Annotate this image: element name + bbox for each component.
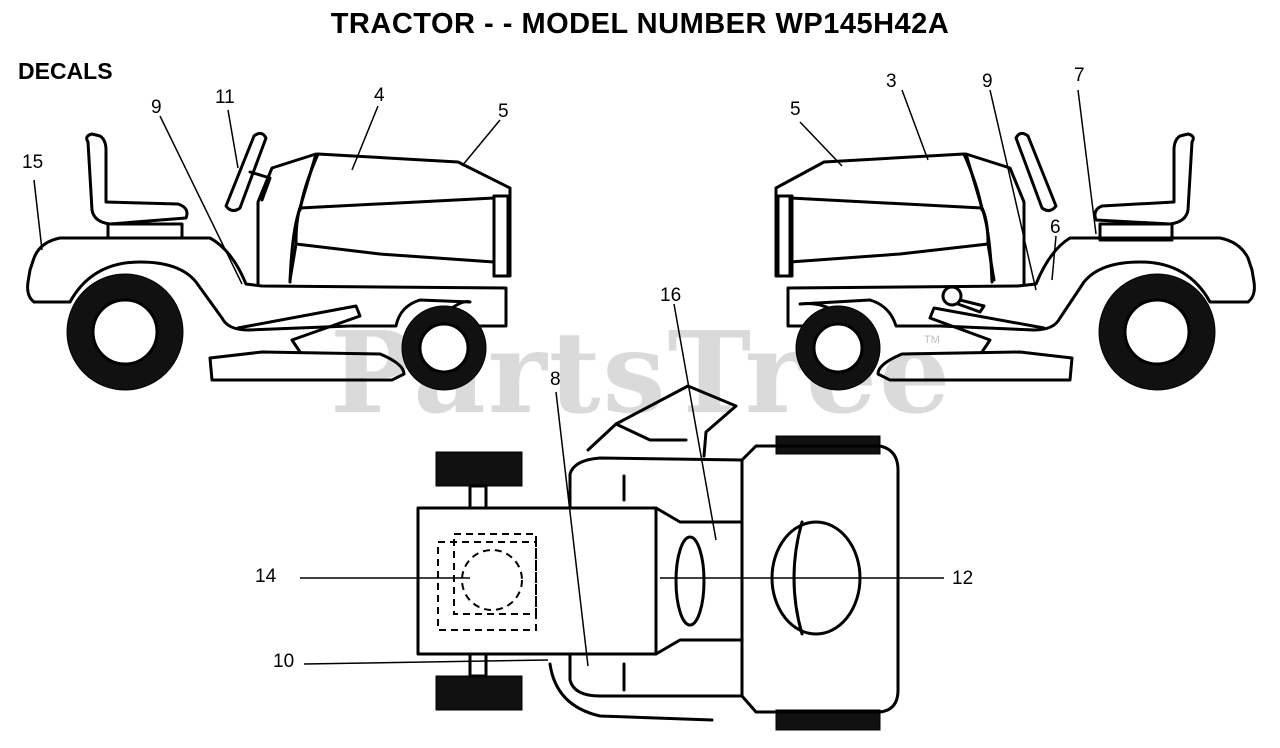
right-seat-base (1098, 222, 1174, 242)
top-seat-back (586, 384, 738, 458)
left-dash (256, 152, 318, 286)
top-front-tire-upper (435, 451, 523, 487)
callout-9-right: 9 (982, 71, 993, 92)
left-rear-fender (26, 236, 508, 332)
right-dash (964, 152, 1026, 286)
callout-6: 6 (1050, 217, 1061, 238)
left-mower-deck (208, 350, 406, 382)
callout-3: 3 (886, 71, 897, 92)
left-seat (85, 132, 189, 226)
left-rear-hub (91, 298, 159, 366)
top-steering (674, 535, 706, 627)
callout-7: 7 (1074, 65, 1085, 86)
top-rear-tire-lower (775, 709, 881, 731)
top-lower-arc (548, 662, 714, 722)
top-hood-decal-circle (461, 549, 523, 611)
diagram-title: TRACTOR - - MODEL NUMBER WP145H42A (330, 8, 950, 40)
left-side-view (26, 131, 512, 391)
right-seat (1093, 132, 1195, 226)
right-front-hub (812, 322, 864, 374)
callout-9-left: 9 (151, 97, 162, 118)
callout-10: 10 (273, 651, 295, 672)
top-body (568, 444, 900, 714)
right-lever-knob (941, 285, 963, 307)
watermark-tm: TM (924, 334, 940, 346)
right-steering-wheel (1014, 131, 1058, 213)
callout-5-left: 5 (498, 101, 509, 122)
right-side-view (774, 131, 1256, 391)
callout-15: 15 (22, 152, 44, 173)
callout-5-right: 5 (790, 99, 801, 120)
top-view (416, 384, 900, 731)
right-grille (776, 194, 794, 278)
callout-8: 8 (550, 369, 561, 390)
left-grille (492, 194, 510, 278)
left-seat-base (106, 222, 184, 240)
right-rear-hub (1123, 298, 1191, 366)
left-steering-wheel (224, 131, 268, 213)
callout-14: 14 (255, 566, 277, 587)
callout-4: 4 (374, 85, 385, 106)
right-mower-deck (876, 350, 1074, 382)
right-rear-fender (786, 236, 1256, 332)
leader-lines (33, 89, 1097, 667)
left-front-hub (418, 322, 470, 374)
section-label: DECALS (18, 58, 113, 84)
callout-11: 11 (215, 87, 235, 108)
top-hood-decal (437, 541, 537, 631)
callout-16: 16 (660, 285, 682, 306)
top-hood (416, 506, 658, 656)
callout-12: 12 (952, 568, 974, 589)
top-front-tire-lower (435, 675, 523, 711)
